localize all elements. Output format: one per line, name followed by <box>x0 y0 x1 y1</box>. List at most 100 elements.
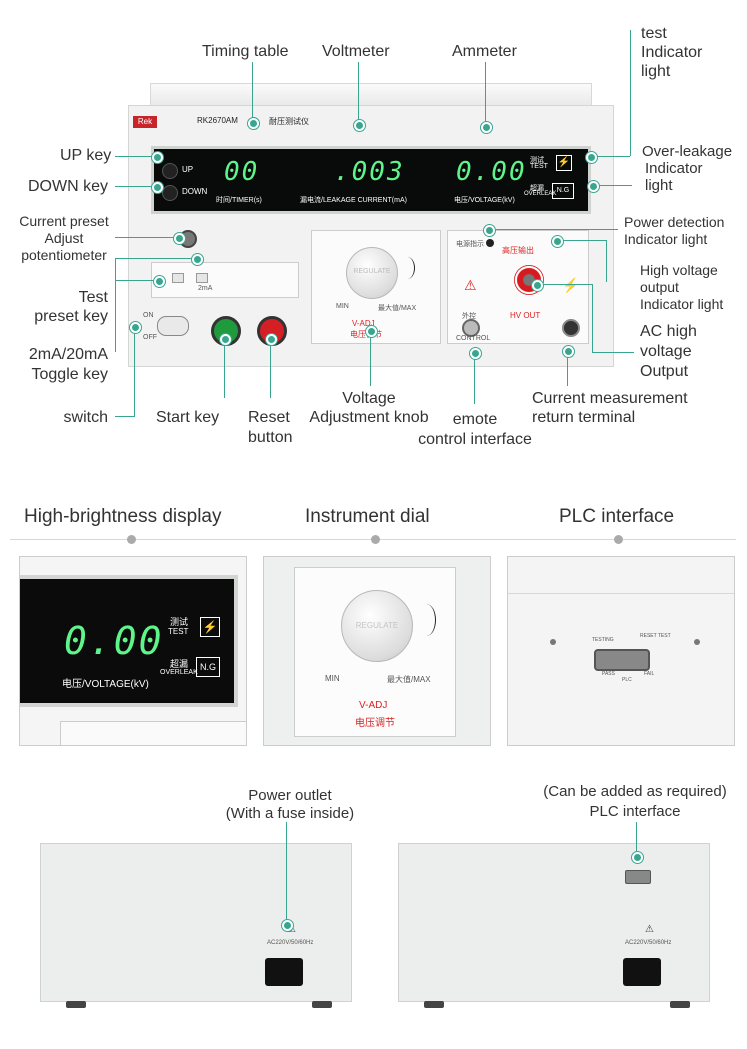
plc-db9-connector[interactable] <box>594 649 650 671</box>
closeup-min-label: MIN <box>325 674 340 683</box>
hv-out-label-cn: 高压输出 <box>502 246 534 255</box>
plc-optional-dot <box>632 852 643 863</box>
leakage-readout: .003 <box>334 157 405 187</box>
down-key-dot <box>152 182 163 193</box>
timing-line <box>252 62 253 120</box>
down-key[interactable] <box>162 185 178 201</box>
callout-hv-3: Indicator light <box>640 296 724 312</box>
preset-dot <box>174 233 185 244</box>
toggle-2ma-20ma-key[interactable] <box>196 273 208 283</box>
rear-right-foot-2 <box>670 1001 690 1008</box>
callout-reset-1: Reset <box>248 409 290 426</box>
callout-up-key: UP key <box>60 147 112 164</box>
dial-closeup: REGULATE MIN 最大值/MAX V-ADJ 电压调节 <box>263 556 491 746</box>
test-preset-key[interactable] <box>172 273 184 283</box>
closeup-voltage-label: 电压/VOLTAGE(kV) <box>62 679 149 690</box>
rear-right-warning-icon: ⚠ <box>645 924 654 935</box>
rear-left-power-socket[interactable] <box>265 958 303 986</box>
callout-ammeter: Ammeter <box>452 43 517 60</box>
closeup-overleak-cn: 超漏 <box>170 659 189 669</box>
control-dot <box>470 348 481 359</box>
callout-return-1: Current measurement <box>532 390 688 407</box>
hv-output-panel: 电源指示 高压输出 ⚠ ⚡ 外控 CONTROL HV OUT <box>447 230 589 344</box>
closeup-voltage-readout: 0.00 <box>64 619 164 663</box>
display-closeup: 0.00 电压/VOLTAGE(kV) 测试 TEST ⚡ 超漏 OVERLEA… <box>19 556 247 746</box>
rear-left-warning-icon: ⚠ <box>287 924 296 935</box>
callout-ac-2: voltage <box>640 343 692 360</box>
return-terminal[interactable] <box>562 319 580 337</box>
closeup-regulate-knob[interactable]: REGULATE <box>341 590 413 662</box>
warning-icon: ⚠ <box>464 277 477 293</box>
callout-preset-1: Current preset <box>19 213 109 229</box>
section-marker-3 <box>614 535 623 544</box>
callout-toggle-1: 2mA/20mA <box>28 346 108 363</box>
callout-switch: switch <box>63 409 108 426</box>
power-det-dot <box>484 225 495 236</box>
test-indicator-light: ⚡ <box>556 155 572 171</box>
callout-test-preset-1: Test <box>78 289 108 306</box>
plc-fail-label: FAIL <box>644 671 655 677</box>
test-label: TEST <box>530 163 548 170</box>
plc-screw-left <box>550 639 556 645</box>
plc-closeup: TESTING RESET TEST PASS FAIL PLC <box>507 556 735 746</box>
power-switch[interactable] <box>157 316 189 336</box>
callout-preset-2: Adjust <box>44 230 84 246</box>
test-preset-panel: 2mA <box>151 262 299 298</box>
closeup-overleak: OVERLEAK <box>160 669 198 676</box>
test-preset-dot <box>192 254 203 265</box>
rear-right-plc-port[interactable] <box>625 870 651 884</box>
hv-light-dot <box>552 236 563 247</box>
knob-min-label: MIN <box>336 303 349 310</box>
timing-dot <box>248 118 259 129</box>
ng-indicator-light: N.G <box>552 183 574 199</box>
callout-test-2: Indicator <box>641 44 703 61</box>
switch-line-v <box>134 326 135 416</box>
vadj-label: V-ADJ <box>352 319 375 328</box>
closeup-max-label: 最大值/MAX <box>387 675 431 684</box>
toggle-dot <box>154 276 165 287</box>
voltage-readout: 0.00 <box>456 157 527 187</box>
power-outlet-label-1: Power outlet <box>248 787 332 804</box>
knob-dot <box>366 326 377 337</box>
timer-label: 时间/TIMER(s) <box>216 197 262 204</box>
ac-out-line-v <box>592 284 593 352</box>
dial-section-title: Instrument dial <box>305 506 430 527</box>
rear-left-foot-2 <box>312 1001 332 1008</box>
tester-front-panel: Rek RK2670AM 耐压测试仪 UP DOWN 00 时间/TIMER(s… <box>128 105 614 367</box>
model-name-cn: 耐压测试仪 <box>269 117 309 126</box>
return-dot <box>563 346 574 357</box>
rear-right-foot-1 <box>424 1001 444 1008</box>
plc-optional-label-1: (Can be added as required) <box>543 783 727 800</box>
knob-text: REGULATE <box>353 268 391 275</box>
up-key[interactable] <box>162 163 178 179</box>
voltage-adjust-knob[interactable]: REGULATE <box>346 247 398 299</box>
rear-right-power-socket[interactable] <box>623 958 661 986</box>
plc-reset-label: RESET TEST <box>640 633 671 639</box>
reset-dot <box>266 334 277 345</box>
callout-ac-3: Output <box>640 363 689 380</box>
test-preset-line-v <box>115 258 116 298</box>
lightning-icon: ⚡ <box>562 277 580 293</box>
up-key-label: UP <box>182 165 194 174</box>
control-label: CONTROL <box>456 335 491 342</box>
ammeter-dot <box>481 122 492 133</box>
callout-hv-2: output <box>640 279 679 295</box>
overleak-label: OVERLEAK <box>524 191 557 197</box>
plc-testing-label: TESTING <box>592 637 614 643</box>
closeup-test-light: ⚡ <box>200 617 220 637</box>
closeup-display-screen: 0.00 电压/VOLTAGE(kV) 测试 TEST ⚡ 超漏 OVERLEA… <box>20 575 238 707</box>
callout-start-key: Start key <box>156 409 220 426</box>
rear-left-foot-1 <box>66 1001 86 1008</box>
ac-out-line-h <box>536 284 592 285</box>
callout-remote-2: control interface <box>418 431 532 448</box>
up-key-line <box>115 156 155 157</box>
ammeter-line <box>485 62 486 124</box>
switch-dot <box>130 322 141 333</box>
remote-control-port[interactable] <box>462 319 480 337</box>
start-line <box>224 338 225 398</box>
voltage-adjust-panel: REGULATE MIN 最大值/MAX V-ADJ 电压调节 <box>311 230 441 344</box>
display-section-title: High-brightness display <box>24 506 222 527</box>
closeup-ng-light: N.G <box>196 657 220 677</box>
section-marker-2 <box>371 535 380 544</box>
control-label-cn: 外控 <box>462 313 476 320</box>
